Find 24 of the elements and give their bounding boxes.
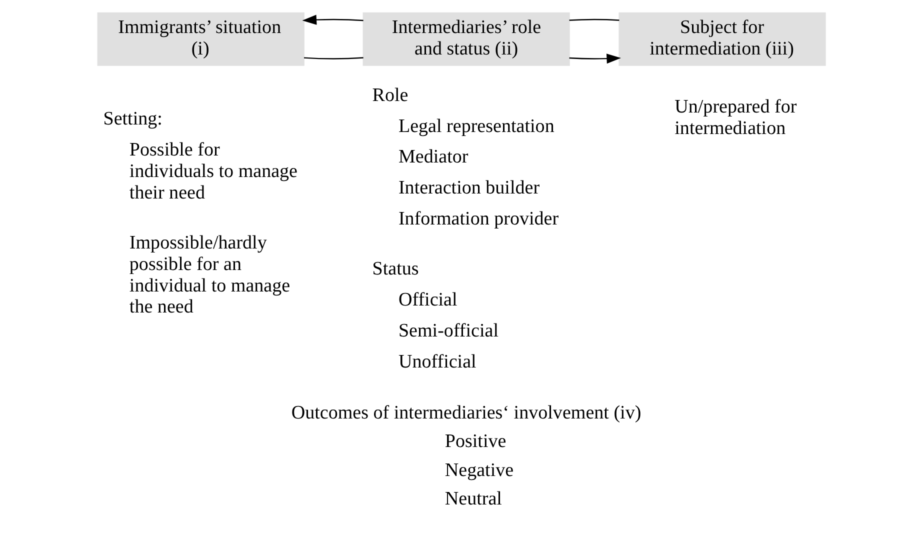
node-label: Information provider (398, 208, 558, 230)
label: Negative (444, 460, 514, 481)
node-label: Un/prepared for intermediation (674, 96, 796, 140)
node-label: Possible for individuals to manage their need (128, 140, 298, 204)
node-label: Impossible/hardly possible for an individual to manage the need (128, 232, 290, 318)
node-label: Setting: (102, 108, 162, 130)
node-box: Immigrants’ situation (i) (96, 12, 304, 66)
label: Outcomes of intermediaries‘ involvement (iv) (290, 402, 641, 424)
label: Positive (444, 431, 506, 452)
node-label: Unofficial (398, 351, 476, 372)
node-label: Interaction builder (398, 178, 540, 199)
connector (568, 18, 619, 21)
node-box: Intermediaries’ role and status (ii) (362, 12, 570, 66)
node-label: Semi-official (398, 320, 498, 342)
arrow (568, 54, 620, 64)
node-label: Mediator (398, 146, 468, 168)
node-label: Status (372, 258, 418, 280)
node-label: Role (372, 84, 408, 106)
label: Neutral (444, 488, 502, 510)
node-label: Legal representation (398, 116, 554, 137)
arrow (302, 14, 363, 25)
connector (304, 57, 363, 60)
node-box: Subject for intermediation (iii) (618, 12, 826, 66)
node-label: Official (398, 290, 457, 311)
